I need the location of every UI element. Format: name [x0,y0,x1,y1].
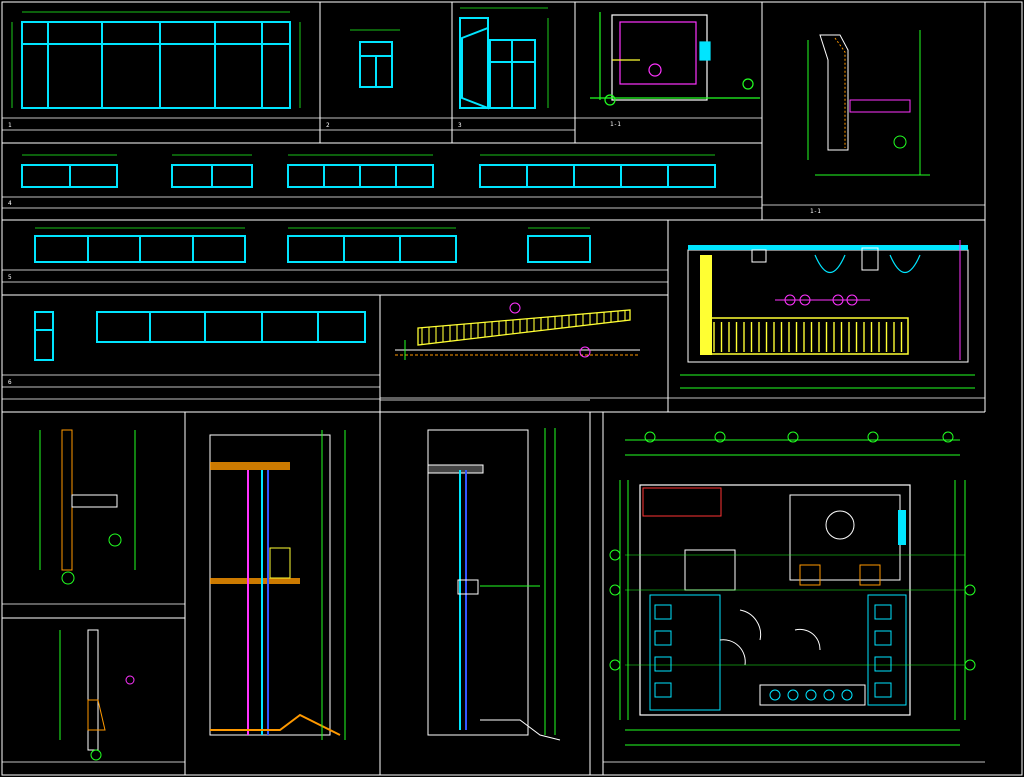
cabinet-elevation-long [96,311,366,343]
elevation-window-wall-1 [21,21,291,109]
elevation-door-1 [359,41,393,88]
section-label-b: 1-1 [810,208,821,215]
panel-number-1: 1 [8,122,12,129]
grid-bubble [787,431,799,443]
grid-bubble [609,584,621,596]
toilet-fixture [654,682,672,698]
sink-fixture [805,689,817,701]
elevation-door-2 [459,17,536,110]
door-elevation-small [34,311,54,361]
building-section-left [209,430,346,740]
sink-fixture [841,689,853,701]
sink-fixture [787,689,799,701]
toilet-fixture [654,630,672,646]
toilet-fixture [654,604,672,620]
plan-stalls [654,604,892,701]
plan-grid-bubbles [609,431,976,671]
dimension-lines-top-1 [11,11,301,108]
restroom-floor-plan [619,439,966,746]
toilet-fixture [654,656,672,672]
grid-bubble [609,659,621,671]
grid-bubble [714,431,726,443]
sink-fixture [769,689,781,701]
ramp-railing-section [395,302,640,360]
grid-bubble [867,431,879,443]
grid-bubble [609,549,621,561]
plan-detail-entrance [590,12,760,106]
grid-bubble [964,584,976,596]
cabinet-elevations-row-3 [34,235,591,263]
panel-number-4: 4 [8,200,12,207]
section-label-a: 1-1 [610,121,621,128]
ramp-balusters [421,310,626,345]
grid-bubble [942,431,954,443]
grid-bubble [644,431,656,443]
panel-number-6: 6 [8,379,12,386]
panel-number-5: 5 [8,274,12,281]
railing-balusters [713,322,903,352]
cornice-section-detail [807,30,930,176]
toilet-fixture [874,604,892,620]
section-elevation-1-1 [680,240,975,389]
vertical-title-strip [589,411,604,776]
panel-number-2: 2 [326,122,330,129]
dimension-lines-top-2 [350,7,549,108]
cabinet-elevations-row-2 [21,164,716,188]
wall-section-detail-b [59,629,135,761]
sink-fixture [823,689,835,701]
title-block-strips [2,117,985,763]
grid-bubble [964,659,976,671]
toilet-fixture [874,656,892,672]
wall-section-detail-a [39,429,136,585]
toilet-fixture [874,630,892,646]
panel-number-3: 3 [458,122,462,129]
building-section-middle [427,428,561,741]
panel-number-labels: 1 2 3 4 5 6 1-1 1-1 [8,121,821,386]
toilet-fixture [874,682,892,698]
